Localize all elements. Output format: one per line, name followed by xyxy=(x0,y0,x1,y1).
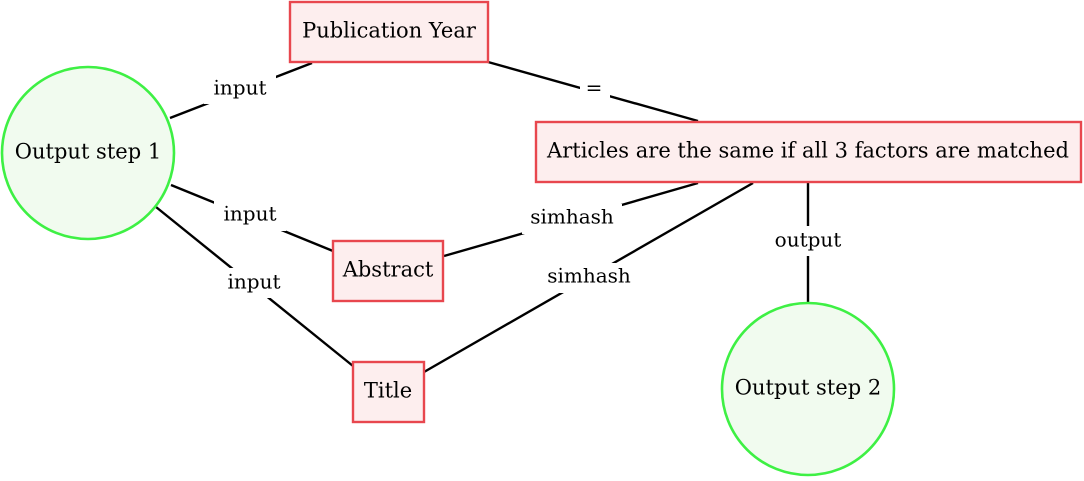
node-matched-condition: Articles are the same if all 3 factors a… xyxy=(534,120,1083,184)
edge-label-title-matched: simhash xyxy=(547,264,631,288)
node-label-matched-condition: Articles are the same if all 3 factors a… xyxy=(546,139,1069,163)
node-publication-year: Publication Year xyxy=(288,0,490,64)
node-output-step-1: Output step 1 xyxy=(0,65,176,241)
node-abstract: Abstract xyxy=(331,239,445,303)
edge-label-pubyear-matched: = xyxy=(586,76,603,100)
edge-label-step1-title: input xyxy=(228,270,281,294)
edge-label-step1-pubyear: input xyxy=(214,76,267,100)
node-output-step-2: Output step 2 xyxy=(720,301,896,477)
edge-label-matched-step2: output xyxy=(775,228,842,252)
edge-labels: input input input = simhash simhash outp… xyxy=(204,74,850,298)
node-label-output-step-1: Output step 1 xyxy=(15,140,161,164)
edge-label-abstract-matched: simhash xyxy=(530,205,614,229)
node-title: Title xyxy=(351,360,426,424)
node-label-output-step-2: Output step 2 xyxy=(735,376,881,400)
node-label-abstract: Abstract xyxy=(342,258,434,282)
node-label-title: Title xyxy=(364,379,412,403)
node-label-publication-year: Publication Year xyxy=(302,19,477,43)
edge-label-step1-abstract: input xyxy=(224,202,277,226)
